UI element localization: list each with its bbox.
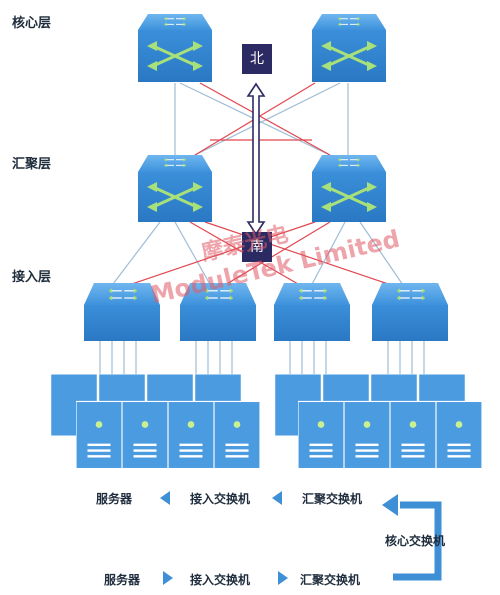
link-agg-r-acc-4 (359, 221, 406, 289)
server-group-left (50, 374, 260, 470)
layer-label-aggregation: 汇聚层 (12, 157, 52, 172)
layer-label-core: 核心层 (12, 16, 52, 31)
flow-core-switch: 核心交换机 (385, 534, 446, 548)
link-core-right-agg-left (184, 82, 341, 161)
server-group-right (274, 374, 482, 470)
left-arrow-icon (272, 491, 282, 505)
flow-bottom-aggregation-switch: 汇聚交换机 (300, 573, 361, 587)
flow-bottom-access-switch: 接入交换机 (190, 573, 251, 587)
access-switch-1 (84, 283, 160, 341)
flow-top-access-switch: 接入交换机 (190, 492, 251, 506)
aggregation-access-links (109, 221, 406, 289)
left-arrow-icon (382, 494, 398, 516)
south-box: 南 (242, 232, 272, 262)
link-agg-l-acc-1 (109, 221, 161, 289)
link-agg-l-acc-4 (204, 221, 401, 289)
flow-top-servers: 服务器 (96, 492, 133, 506)
right-arrow-icon (278, 571, 288, 585)
link-core-left-agg-right (179, 82, 341, 161)
flow-top-aggregation-switch: 汇聚交换机 (302, 492, 363, 506)
access-switch-2 (180, 283, 256, 341)
core-switch-right (312, 14, 386, 82)
link-agg-r-acc-1 (119, 221, 316, 289)
aggregation-switch-right (312, 155, 386, 222)
access-switch-3 (274, 283, 350, 341)
north-box: 北 (242, 44, 272, 74)
flow-bottom-servers: 服务器 (104, 573, 141, 587)
link-agg-r-acc-2 (219, 221, 331, 289)
link-red-core-left (199, 82, 331, 156)
flow-top-arrows (160, 491, 282, 505)
right-arrow-icon (163, 571, 173, 585)
left-arrow-icon (160, 491, 170, 505)
layer-label-access: 接入层 (12, 270, 52, 285)
flow-core-route-arrow (382, 494, 442, 581)
link-agg-r-acc-3 (309, 221, 346, 289)
link-agg-l-acc-2 (174, 221, 213, 289)
core-switch-left (138, 14, 212, 82)
access-server-links (99, 341, 425, 374)
flow-bottom-arrows (163, 571, 288, 585)
access-switch-4 (372, 283, 448, 341)
aggregation-switch-left (138, 155, 212, 222)
north-south-arrow (246, 82, 266, 236)
